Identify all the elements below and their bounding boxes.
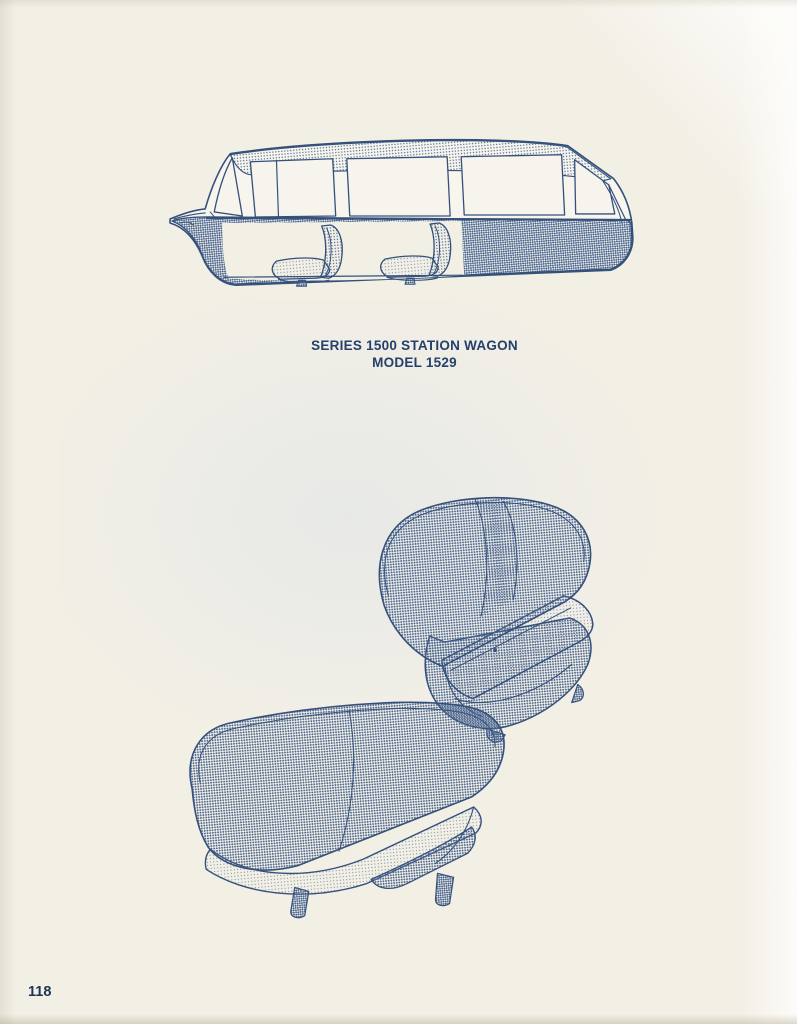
illustration-caption: SERIES 1500 STATION WAGON MODEL 1529: [32, 337, 797, 371]
page-number: 118: [28, 984, 52, 1000]
front-bench-seat-illustration: [325, 487, 629, 757]
rear-view-bench-seat-illustration: [166, 690, 528, 932]
caption-model-line: MODEL 1529: [372, 355, 457, 370]
paper-top-edge-shadow: [0, 0, 797, 8]
station-wagon-cutaway-illustration: [160, 127, 662, 319]
caption-series-line: SERIES 1500 STATION WAGON: [311, 338, 518, 353]
paper-bottom-edge-shadow: [0, 1014, 797, 1024]
paper-left-edge-shadow: [0, 0, 16, 1024]
paper-right-edge-highlight: [739, 0, 797, 1024]
